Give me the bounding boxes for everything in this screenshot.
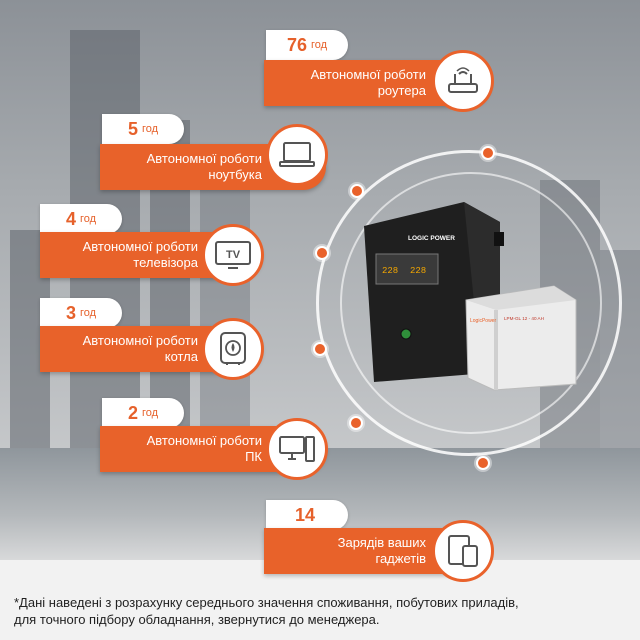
bar-line1: Автономної роботи	[310, 67, 426, 82]
outer-ring	[316, 150, 622, 456]
bar-line2: котла	[164, 349, 198, 364]
value-number: 14	[294, 504, 316, 525]
value-number: 3	[65, 302, 76, 323]
value-tag: 76 год	[266, 30, 348, 60]
display-left: 228	[382, 266, 398, 276]
bar-line2: гаджетів	[375, 551, 426, 566]
inner-ring	[340, 172, 602, 434]
bar-line2: телевізора	[133, 255, 198, 270]
footnote-line2: для точного підбору обладнання, звернути…	[14, 612, 380, 627]
inverter-brand: LOGIC POWER	[408, 235, 455, 242]
value-number: 2	[127, 402, 138, 423]
bar-line2: роутера	[377, 83, 426, 98]
pc-icon	[266, 418, 328, 480]
value-unit: год	[141, 123, 159, 135]
value-unit: год	[79, 307, 97, 319]
display-right: 228	[410, 266, 426, 276]
gadgets-icon	[432, 520, 494, 582]
bar-line1: Автономної роботи	[82, 239, 198, 254]
value-tag: 2 год	[102, 398, 184, 428]
value-tag: 4 год	[40, 204, 122, 234]
connector-dot	[350, 184, 364, 198]
connector-dot	[315, 246, 329, 260]
background-building	[200, 170, 250, 450]
value-tag: 14	[266, 500, 348, 530]
value-tag: 3 год	[40, 298, 122, 328]
battery-model: LPM-GL 12 - 40 AH	[504, 316, 544, 321]
connector-dot	[476, 456, 490, 470]
product-image: LOGIC POWER 228 228 LogicPower LPM-GL 12…	[344, 196, 580, 396]
footnote: *Дані наведені з розрахунку середнього з…	[14, 594, 626, 628]
connector-dot	[481, 146, 495, 160]
value-number: 76	[286, 34, 307, 55]
value-number: 4	[65, 208, 76, 229]
value-unit: год	[79, 213, 97, 225]
footnote-line1: *Дані наведені з розрахунку середнього з…	[14, 595, 519, 610]
value-number: 5	[127, 118, 138, 139]
bar-line1: Автономної роботи	[146, 433, 262, 448]
value-unit: год	[310, 39, 328, 51]
bar-line2: ноутбука	[208, 167, 262, 182]
router-icon	[432, 50, 494, 112]
bar-line1: Автономної роботи	[146, 151, 262, 166]
connector-dot	[349, 416, 363, 430]
laptop-icon	[266, 124, 328, 186]
bar-line2: ПК	[245, 449, 262, 464]
boiler-icon	[202, 318, 264, 380]
bar-line1: Автономної роботи	[82, 333, 198, 348]
value-unit: год	[141, 407, 159, 419]
value-tag: 5 год	[102, 114, 184, 144]
connector-dot	[313, 342, 327, 356]
power-button	[400, 328, 412, 340]
battery-brand: LogicPower	[470, 318, 496, 324]
bar-line1: Зарядів ваших	[337, 535, 426, 550]
tv-icon: TV	[202, 224, 264, 286]
tv-icon-label: TV	[226, 249, 241, 261]
